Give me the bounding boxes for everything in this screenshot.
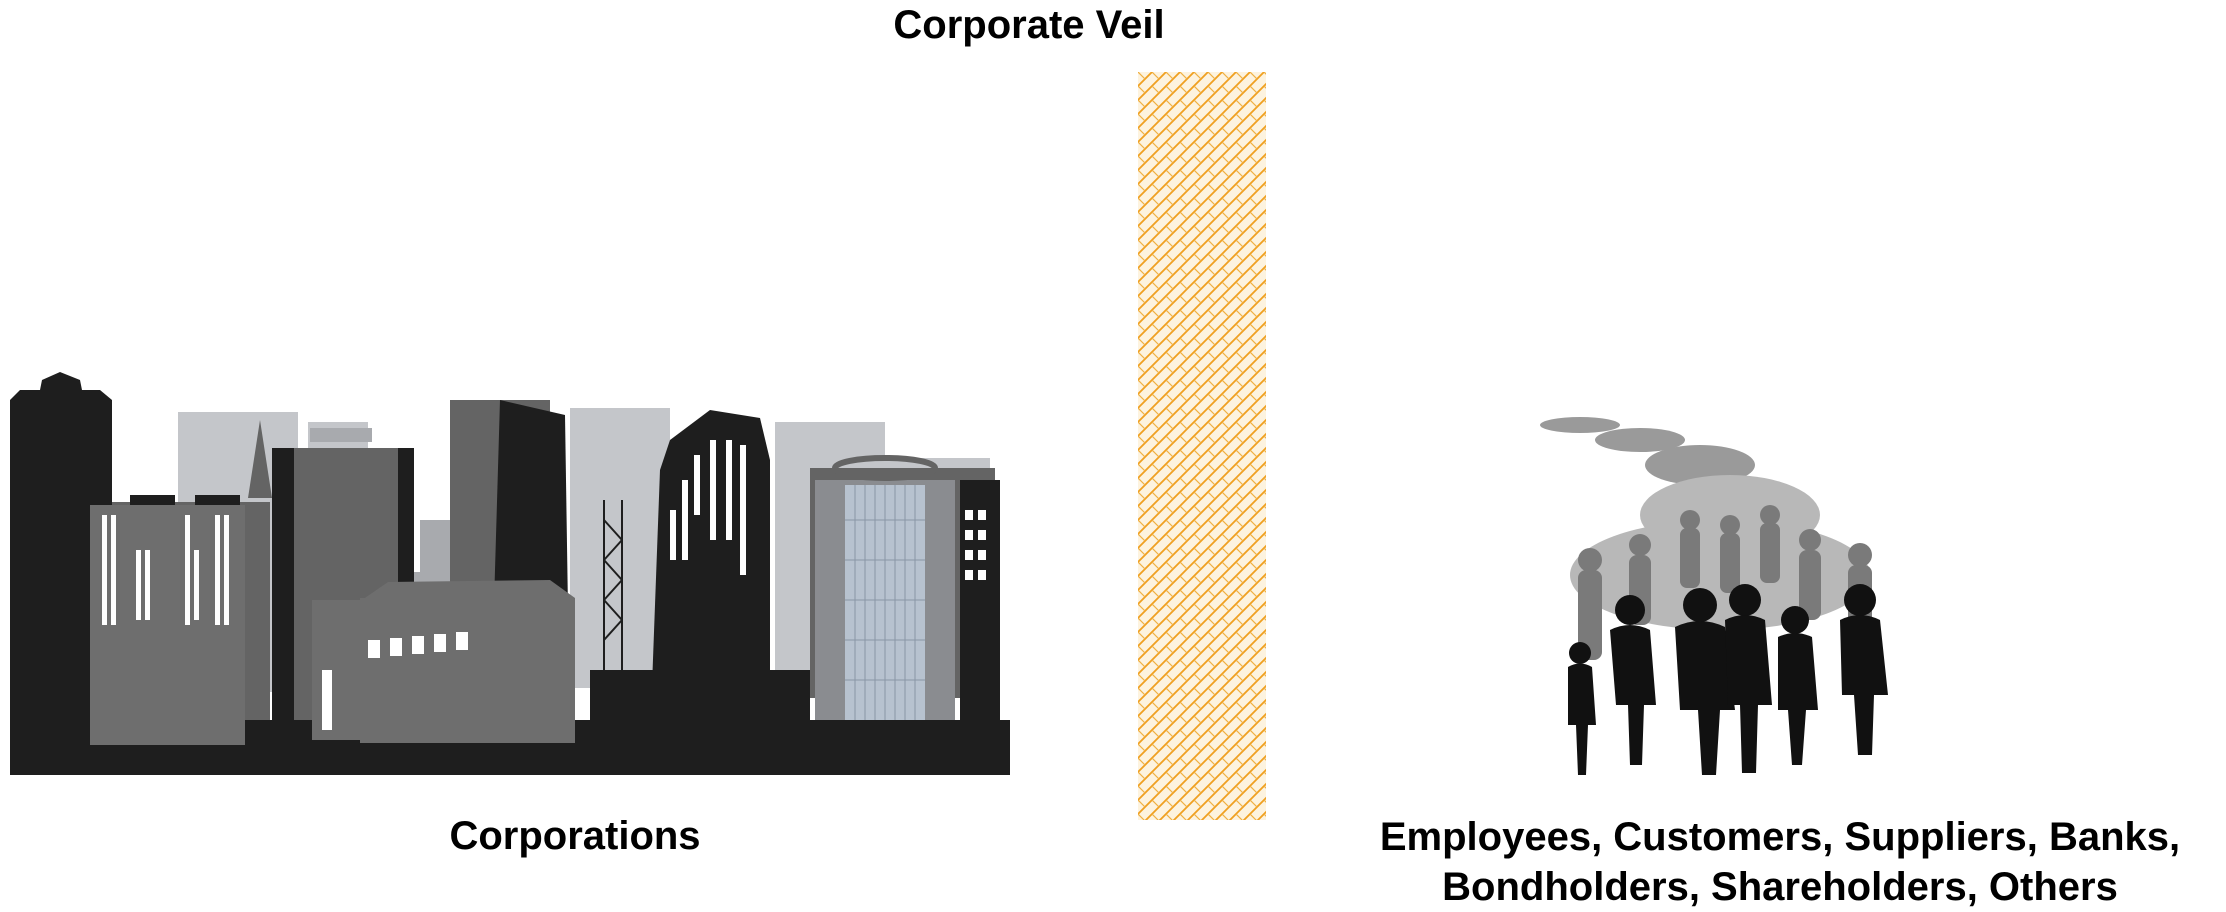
- stakeholders-label-line-1: Employees, Customers, Suppliers, Banks,: [1379, 815, 2181, 859]
- crowd-of-people-icon: [1540, 417, 1888, 775]
- city-skyline-icon: [10, 372, 1010, 775]
- corporations-label: Corporations: [449, 814, 701, 858]
- mesh-veil-icon: [1138, 72, 1266, 820]
- title-text: Corporate Veil: [893, 3, 1165, 47]
- stakeholders-label: Employees, Customers, Suppliers, Banks, …: [1340, 812, 2220, 912]
- stakeholders-label-line-2: Bondholders, Shareholders, Others: [1442, 865, 2118, 909]
- diagram-title: Corporate Veil: [0, 0, 2226, 50]
